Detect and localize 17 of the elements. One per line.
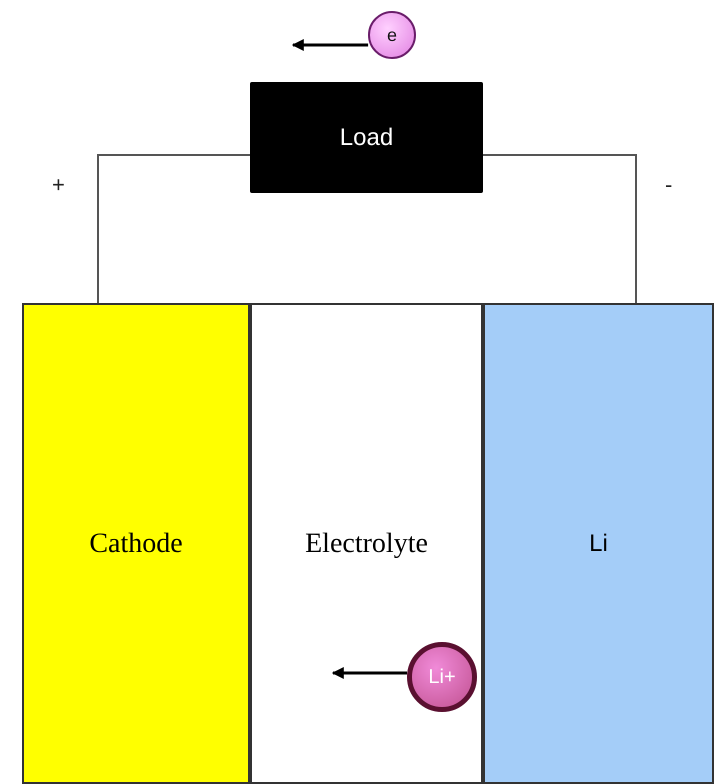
node-label: Li+ bbox=[428, 666, 456, 688]
electrolyte-region bbox=[250, 303, 483, 784]
wire bbox=[97, 154, 250, 303]
polarity-sign: + bbox=[52, 172, 65, 198]
wire bbox=[483, 154, 637, 303]
node-label: Cathode bbox=[89, 528, 183, 560]
load-box bbox=[250, 82, 483, 193]
arrow bbox=[292, 39, 368, 51]
cathode-region bbox=[22, 303, 250, 784]
anode-region bbox=[483, 303, 714, 784]
arrow bbox=[332, 667, 408, 679]
node-label: e bbox=[386, 24, 397, 46]
node-label: Electrolyte bbox=[305, 528, 428, 560]
node-label: Li bbox=[589, 530, 608, 558]
polarity-sign: - bbox=[665, 172, 672, 198]
node-label: Load bbox=[340, 124, 394, 152]
electron-circle bbox=[368, 11, 416, 59]
